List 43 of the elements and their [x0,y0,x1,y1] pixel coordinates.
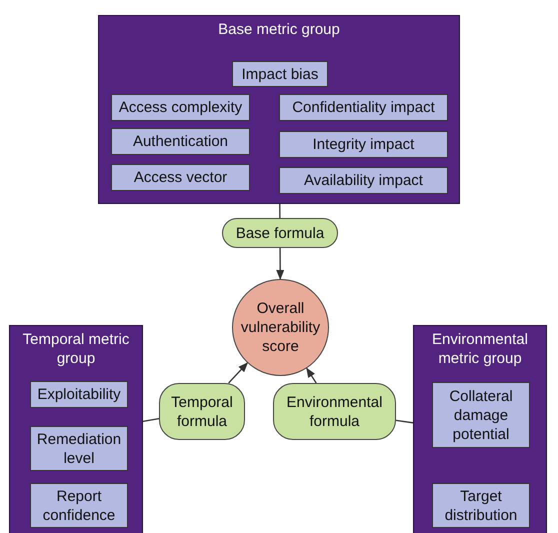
metric-box [111,128,250,155]
metric-label: Impact bias [242,64,318,84]
metric-label: Integrity impact [312,135,414,154]
formula-label: Base formula [234,224,326,242]
metric-box [30,426,128,471]
formula-label: Environmental formula [286,392,384,430]
group-title: Temporal metric group [22,330,130,368]
group-title: Environmental metric group [431,330,529,368]
score-label: Overall vulnerability score [240,299,322,356]
formula-pill [273,383,396,440]
group-panel [413,325,547,533]
metric-label: Target distribution [444,486,518,524]
metric-label: Confidentiality impact [292,98,435,117]
metric-box [30,381,128,408]
metric-label: Availability impact [304,171,423,190]
connector-line [396,420,414,424]
metric-box [111,164,250,191]
formula-pill [222,218,338,248]
metric-box [279,167,448,194]
group-title: Base metric group [217,20,341,39]
metric-label: Report confidence [42,486,116,524]
group-panel [9,325,143,533]
group-panel [98,15,460,204]
metric-box [30,483,128,528]
arrow [276,248,284,280]
metric-box [279,131,448,158]
metric-box [432,483,530,528]
metric-label: Remediation level [36,430,122,468]
metric-label: Exploitability [37,385,121,404]
metric-label: Collateral damage potential [448,386,514,444]
metric-box [111,94,250,121]
connector-line [142,418,160,422]
metric-label: Authentication [132,132,228,151]
metric-label: Access complexity [118,98,242,117]
formula-pill [159,383,245,440]
metric-label: Access vector [134,168,228,187]
arrow [228,362,248,384]
metric-box [432,382,530,448]
formula-label: Temporal formula [170,392,234,430]
arrow [306,367,317,384]
metric-box [279,94,448,121]
metric-box [232,61,328,87]
connector-line [279,204,281,218]
